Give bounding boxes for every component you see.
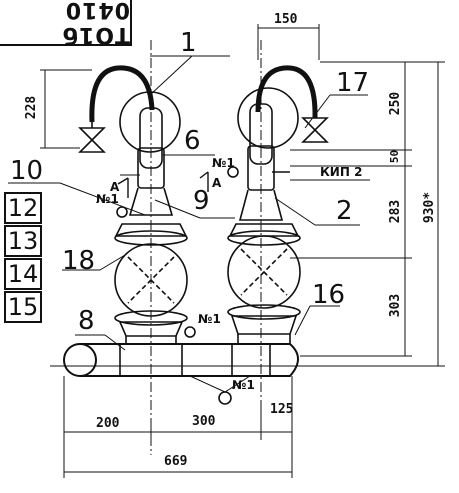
callout-16: 16 [312,280,346,310]
dim-283: 283 [388,199,404,224]
dim-300: 300 [192,414,216,429]
title-stamp: ТО1б 0410 [0,0,132,46]
bottom-header [80,343,299,377]
right-valve [301,117,329,143]
dim-228: 228 [24,95,40,120]
callout-13: 13 [7,227,39,255]
marker-n1-d: №1 [232,378,255,392]
callout-14: 14 [7,260,39,288]
callout-box-15: 15 [4,291,42,323]
callout-15: 15 [7,293,39,321]
callout-1: 1 [180,28,197,58]
callout-18: 18 [62,246,96,276]
right-loop-pipe [255,65,318,119]
section-a-right: А [212,176,222,190]
callout-8: 8 [78,306,95,336]
callout-box-12: 12 [4,192,42,224]
dim-303: 303 [388,293,404,318]
callout-9: 9 [193,186,210,216]
section-a-left: А [110,180,120,194]
dim-50: 50 [388,149,402,164]
dim-150: 150 [274,12,298,27]
marker-n1-c: №1 [198,312,221,326]
dim-200: 200 [96,416,120,431]
callout-box-14: 14 [4,258,42,290]
left-ring [119,91,181,153]
callout-box-13: 13 [4,225,42,257]
dim-125: 125 [270,402,294,417]
callout-17: 17 [336,68,370,98]
callout-6: 6 [184,126,201,156]
marker-n1-b: №1 [212,156,235,170]
callout-12: 12 [7,194,39,222]
dim-250: 250 [388,91,404,116]
left-loop-pipe [89,65,155,123]
kip-label: КИП 2 [320,165,363,179]
callout-2: 2 [336,196,353,226]
dim-669: 669 [164,454,188,469]
callout-10: 10 [10,156,44,186]
left-valve [78,127,106,153]
marker-n1-a: №1 [96,192,119,206]
dim-930: 930* [422,191,438,224]
right-sphere [227,235,301,309]
